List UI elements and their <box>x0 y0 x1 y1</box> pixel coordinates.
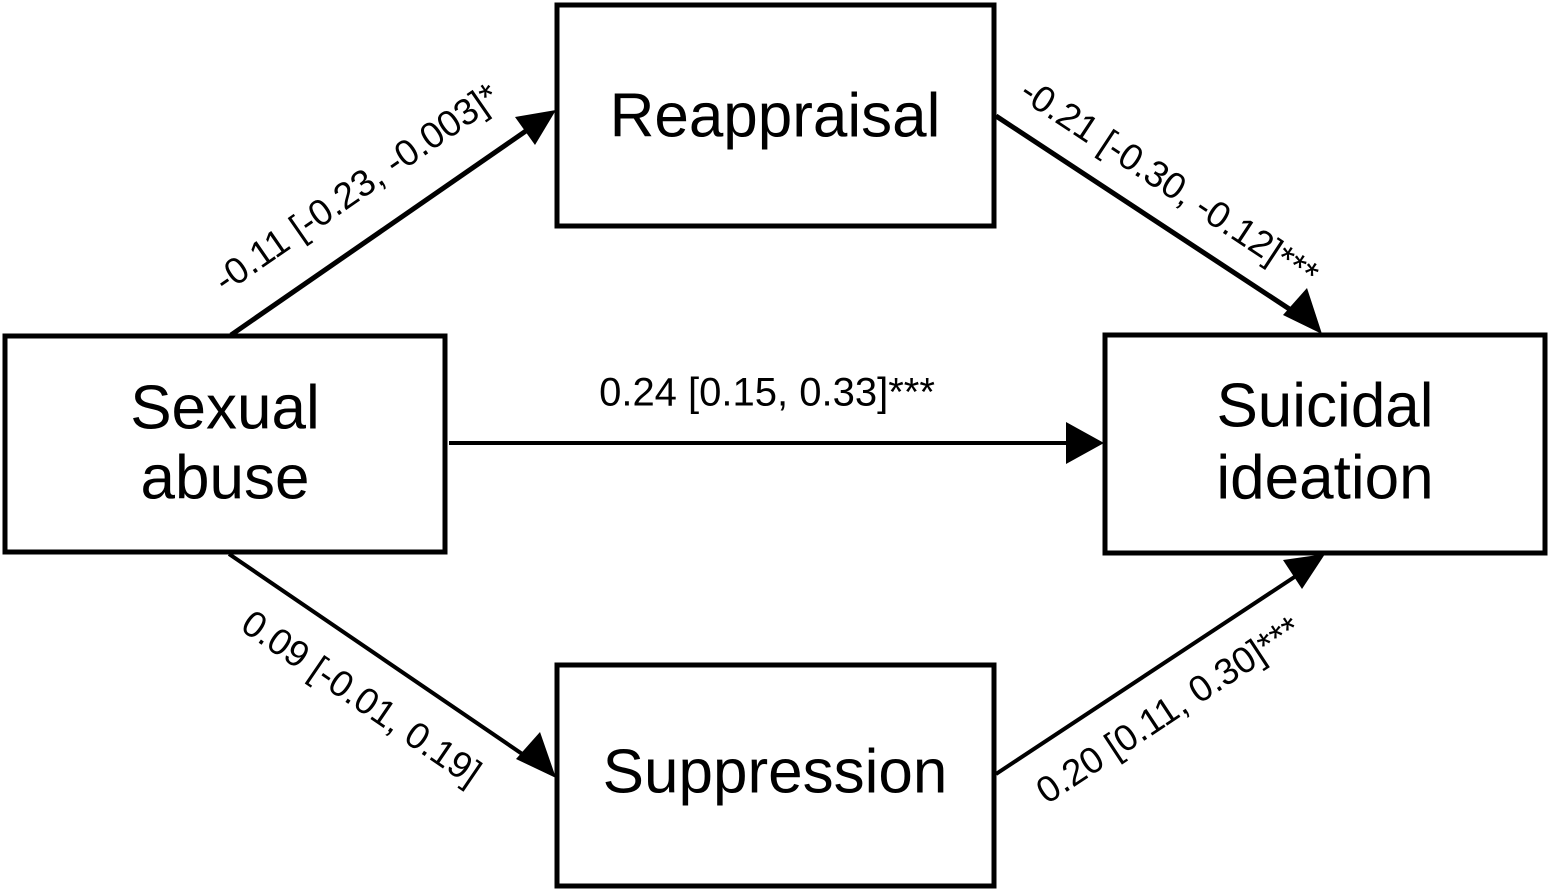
edge-suppression-to-ideation-line <box>994 568 1307 776</box>
arrowhead-reappraisal-to-ideation <box>1283 288 1322 334</box>
edge-label-suppression-to-ideation: 0.20 [0.11, 0.30]*** <box>1029 608 1309 812</box>
arrowhead-abuse-to-suppression <box>516 732 556 778</box>
node-suppression[interactable]: Suppression <box>554 662 997 889</box>
node-suicidal-ideation-label-line1: Suicidal <box>1216 371 1433 440</box>
node-suppression-label: Suppression <box>603 737 948 806</box>
node-sexual-abuse-box[interactable] <box>2 333 448 555</box>
edge-label-reappraisal-to-ideation: -0.21 [-0.30, -0.12]*** <box>1013 70 1326 296</box>
node-reappraisal[interactable]: Reappraisal <box>554 2 997 229</box>
node-reappraisal-label: Reappraisal <box>610 81 941 150</box>
edge-reappraisal-to-ideation-line <box>994 113 1305 321</box>
edge-abuse-to-reappraisal: -0.11 [-0.23, -0.003]* <box>206 75 556 338</box>
edge-suppression-to-ideation: 0.20 [0.11, 0.30]*** <box>994 554 1325 812</box>
edge-label-abuse-to-ideation: 0.24 [0.15, 0.33]*** <box>599 371 935 415</box>
arrowhead-abuse-to-ideation <box>1066 422 1104 464</box>
edge-abuse-to-suppression-line <box>227 552 536 764</box>
node-suicidal-ideation-label-line2: ideation <box>1216 443 1433 512</box>
edge-label-abuse-to-suppression: 0.09 [-0.01, 0.19] <box>234 602 488 794</box>
edge-abuse-to-reappraisal-line <box>229 121 538 338</box>
node-reappraisal-box[interactable] <box>554 2 997 229</box>
edge-abuse-to-suppression: 0.09 [-0.01, 0.19] <box>227 552 556 794</box>
node-sexual-abuse-label-line2: abuse <box>141 443 310 512</box>
arrowhead-abuse-to-reappraisal <box>515 110 556 145</box>
node-suicidal-ideation-box[interactable] <box>1102 332 1548 556</box>
edge-reappraisal-to-ideation: -0.21 [-0.30, -0.12]*** <box>994 70 1326 334</box>
node-sexual-abuse-label-line1: Sexual <box>130 373 320 442</box>
node-suicidal-ideation[interactable]: Suicidal ideation <box>1102 332 1548 556</box>
node-suppression-box[interactable] <box>554 662 997 889</box>
node-sexual-abuse[interactable]: Sexual abuse <box>2 333 448 555</box>
edge-abuse-to-ideation: 0.24 [0.15, 0.33]*** <box>449 371 1104 464</box>
arrowhead-suppression-to-ideation <box>1283 554 1325 589</box>
edge-label-abuse-to-reappraisal: -0.11 [-0.23, -0.003]* <box>206 75 506 300</box>
